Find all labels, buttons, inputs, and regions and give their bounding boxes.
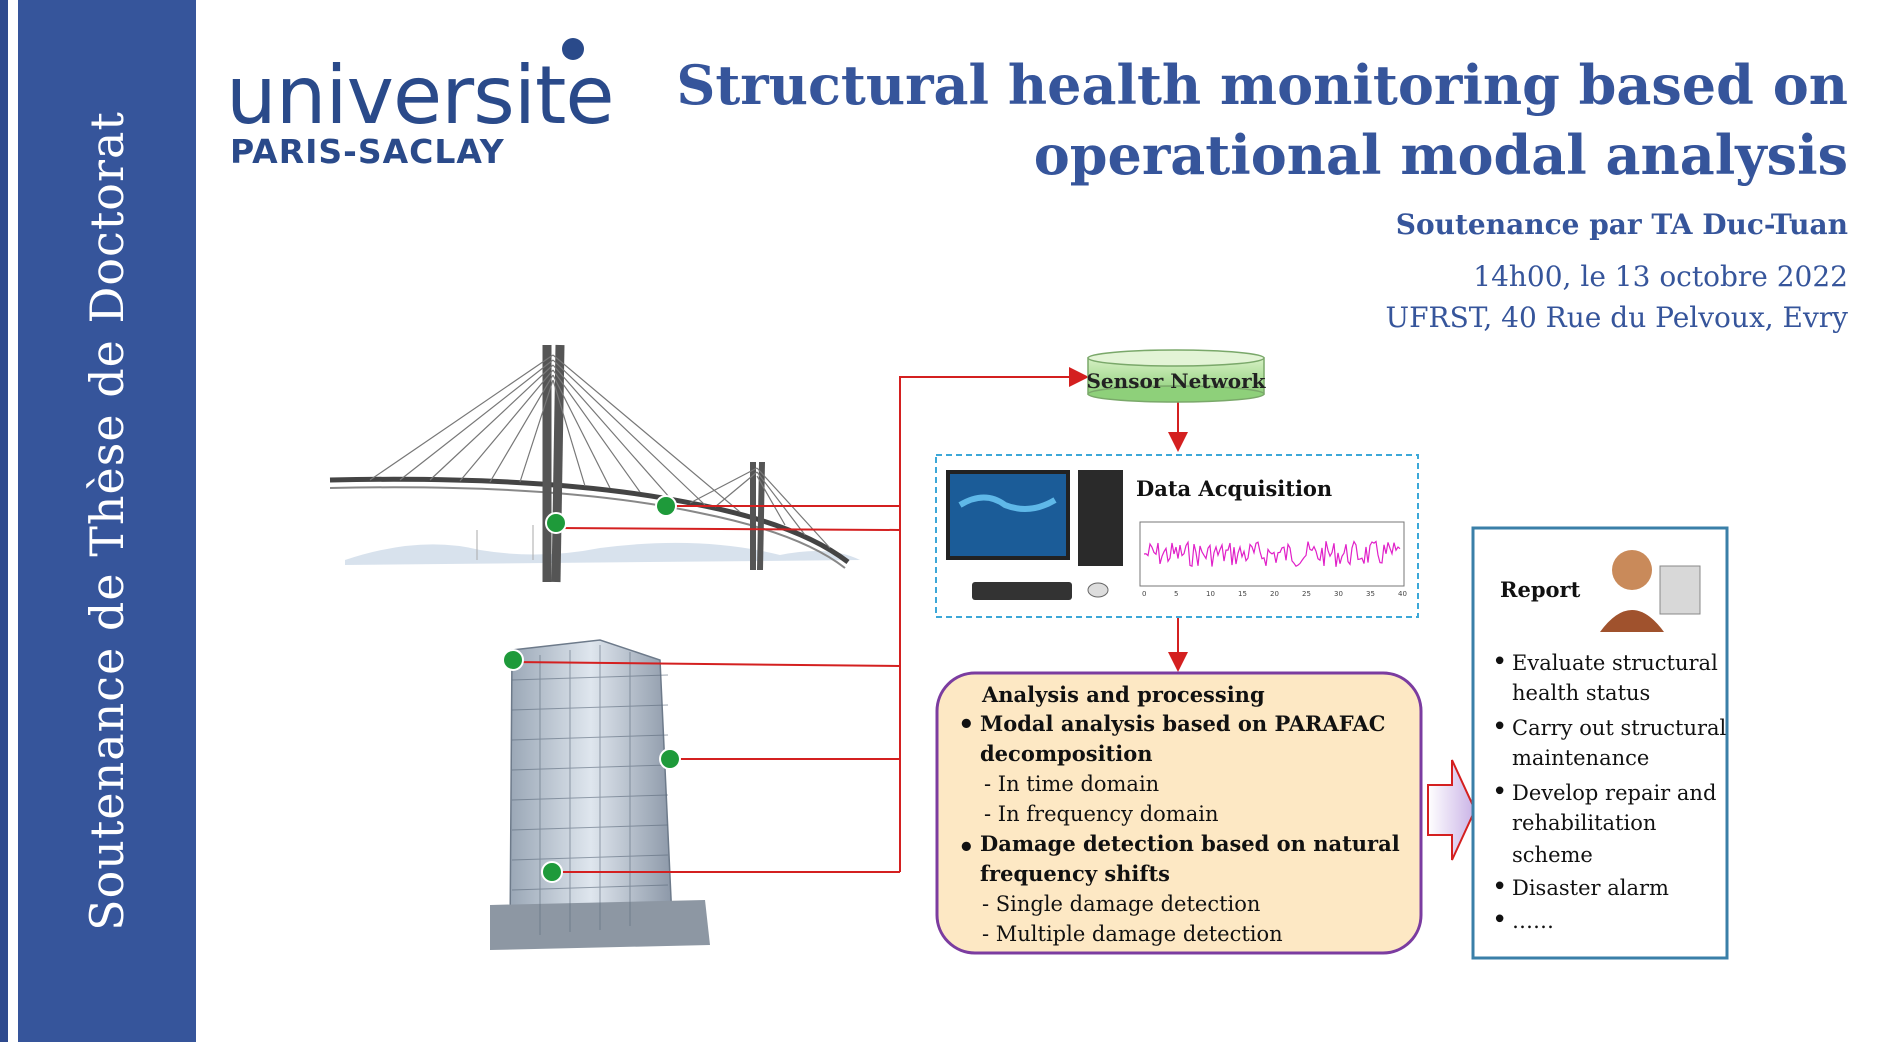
report-line-2b: maintenance: [1512, 746, 1649, 770]
analysis-heading: Analysis and processing: [981, 682, 1265, 707]
sensor-dot-building-low: [541, 861, 563, 883]
chart-tick-label: 25: [1302, 590, 1311, 598]
chart-tick-label: 10: [1206, 590, 1215, 598]
report-line-2: Carry out structural: [1512, 716, 1727, 740]
analysis-sub-4: - Multiple damage detection: [982, 922, 1283, 946]
pc-tower-icon: [1078, 470, 1123, 566]
report-bullet-2: •: [1492, 712, 1507, 742]
mouse-icon: [1087, 582, 1109, 598]
report-bullet-3: •: [1492, 777, 1507, 807]
analysis-bullet-1: •: [958, 710, 975, 740]
report-line-3c: scheme: [1512, 843, 1593, 867]
signal-waveform: [1143, 540, 1401, 568]
chart-tick-label: 15: [1238, 590, 1247, 598]
report-line-5: ……: [1512, 909, 1554, 933]
analysis-sub-2: - In frequency domain: [984, 802, 1219, 826]
report-bullet-5: •: [1492, 905, 1507, 935]
sensor-dot-building-top: [502, 649, 524, 671]
chart-tick-label: 0: [1142, 590, 1146, 598]
analysis-processing-box: Analysis and processing • Modal analysis…: [935, 671, 1423, 955]
chart-tick-label: 5: [1174, 590, 1178, 598]
slide-title-line-2: operational modal analysis: [1033, 123, 1848, 187]
analysis-item-2: Damage detection based on natural: [980, 831, 1400, 856]
bridge-illustration: [329, 344, 860, 583]
analysis-sub-1: - In time domain: [984, 772, 1159, 796]
date-time-line: 14h00, le 13 octobre 2022: [1473, 260, 1848, 293]
sidebar-band: [18, 0, 196, 1042]
sensor-network-label: Sensor Network: [1086, 369, 1266, 393]
report-bullet-4: •: [1492, 872, 1507, 902]
left-border-stripe: [0, 0, 8, 1042]
report-box: Report • Evaluate structural health stat…: [1471, 526, 1729, 960]
analysis-item-2b: frequency shifts: [980, 861, 1170, 886]
logo-dot: [562, 38, 584, 60]
analysis-item-1: Modal analysis based on PARAFAC: [980, 711, 1385, 736]
businessman-icon: [1600, 550, 1701, 632]
report-line-3b: rehabilitation: [1512, 811, 1656, 835]
chart-tick-label: 20: [1270, 590, 1279, 598]
analysis-bullet-2: •: [958, 833, 975, 863]
slide-title-line-1: Structural health monitoring based on: [676, 53, 1848, 117]
chart-tick-label: 40: [1398, 590, 1407, 598]
university-logo: universite PARIS-SACLAY: [226, 38, 615, 171]
chart-tick-label: 30: [1334, 590, 1343, 598]
slide-title: Structural health monitoring based on op…: [648, 50, 1848, 190]
data-acquisition-box: Data Acquisition 0 5 10 15 20 25 30 35 40: [935, 454, 1419, 618]
author-line: Soutenance par TA Duc-Tuan: [1395, 208, 1848, 241]
report-line-4: Disaster alarm: [1512, 876, 1669, 900]
report-line-1: Evaluate structural: [1512, 651, 1718, 675]
flow-arrow-to-report: [1427, 759, 1477, 861]
analysis-sub-3: - Single damage detection: [982, 892, 1260, 916]
logo-text-universite: universite: [226, 49, 615, 142]
sensor-network-node: Sensor Network: [1086, 349, 1267, 403]
keyboard-icon: [972, 582, 1072, 600]
report-line-3: Develop repair and: [1512, 781, 1716, 805]
analysis-item-1b: decomposition: [980, 741, 1153, 766]
place-line: UFRST, 40 Rue du Pelvoux, Evry: [1385, 301, 1849, 334]
report-line-1b: health status: [1512, 681, 1650, 705]
sensor-dot-bridge-1: [545, 512, 567, 534]
building-illustration: [490, 639, 710, 950]
monitor-icon: [946, 470, 1070, 560]
chart-tick-label: 35: [1366, 590, 1375, 598]
sensor-dot-bridge-2: [655, 495, 677, 517]
logo-text-paris-saclay: PARIS-SACLAY: [230, 132, 505, 171]
sensor-markers: [502, 495, 681, 883]
report-bullet-1: •: [1492, 647, 1507, 677]
data-acquisition-label: Data Acquisition: [1136, 476, 1332, 501]
report-heading: Report: [1500, 577, 1581, 602]
sensor-wiring: [512, 367, 1188, 873]
sensor-dot-building-mid: [659, 748, 681, 770]
